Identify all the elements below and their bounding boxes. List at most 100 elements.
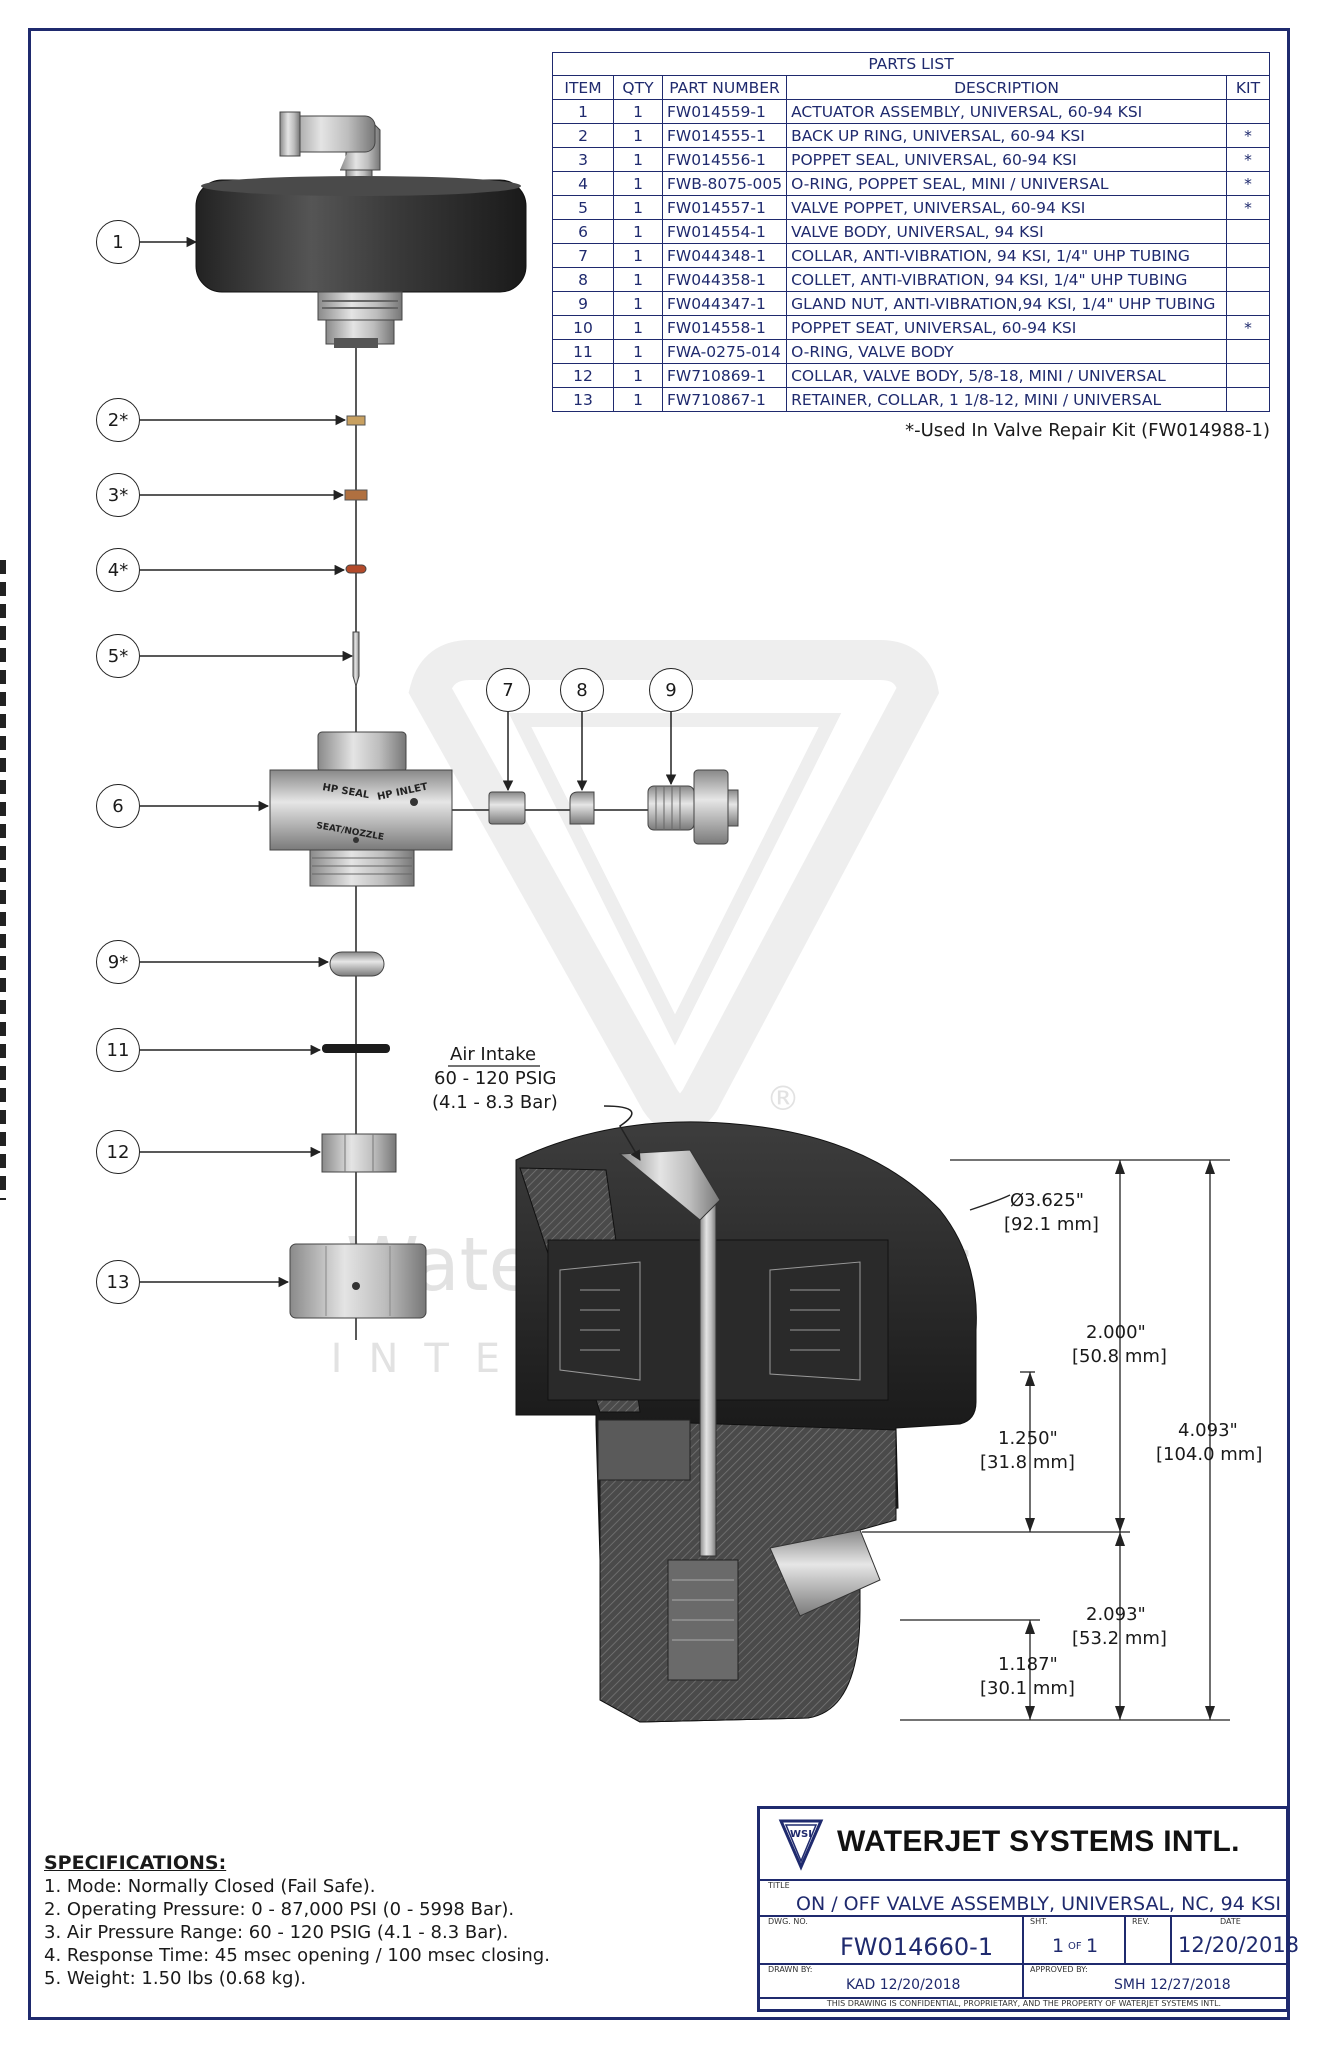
- retainer-shape: [289, 1243, 427, 1319]
- balloon-4: 4*: [96, 548, 140, 592]
- backup-ring-shape: [346, 415, 366, 426]
- collar-shape: [488, 791, 526, 825]
- cell: GLAND NUT, ANTI-VIBRATION,94 KSI, 1/4" U…: [786, 291, 1227, 316]
- cell: 1: [613, 339, 663, 364]
- cell: *: [1226, 195, 1270, 220]
- cell: 1: [552, 99, 614, 124]
- balloon-8: 8: [560, 668, 604, 712]
- dim-1250: 1.250": [998, 1428, 1058, 1449]
- oring-shape: [345, 564, 367, 574]
- balloon-1: 1: [96, 220, 140, 264]
- air-intake-bar: (4.1 - 8.3 Bar): [432, 1092, 558, 1113]
- kit-note: *-Used In Valve Repair Kit (FW014988-1): [905, 420, 1270, 441]
- parts-list-title: PARTS LIST: [552, 52, 1270, 76]
- cell: [1226, 267, 1270, 292]
- balloon-9: 9: [649, 668, 693, 712]
- air-intake-title: Air Intake: [450, 1044, 537, 1065]
- actuator-assembly: [195, 111, 527, 348]
- col-item: ITEM: [552, 75, 614, 100]
- dwg-no-label: DWG. NO.: [768, 1917, 808, 1926]
- cell: *: [1226, 315, 1270, 340]
- air-intake-psig: 60 - 120 PSIG: [434, 1068, 557, 1089]
- spec-item: 1. Mode: Normally Closed (Fail Safe).: [44, 1876, 376, 1897]
- cell: [1226, 219, 1270, 244]
- cell: VALVE BODY, UNIVERSAL, 94 KSI: [786, 219, 1227, 244]
- balloon-3: 3*: [96, 473, 140, 517]
- col-description: DESCRIPTION: [786, 75, 1227, 100]
- cell: FW014559-1: [661, 99, 788, 124]
- cell: *: [1226, 147, 1270, 172]
- title-block: WSI WATERJET SYSTEMS INTL. TITLE ON / OF…: [757, 1806, 1299, 2012]
- margin-ruler: [0, 560, 6, 1200]
- parts-list-header: ITEM QTY PART NUMBER DESCRIPTION KIT: [552, 75, 1270, 100]
- dim-1187: 1.187": [998, 1654, 1058, 1675]
- spec-item: 5. Weight: 1.50 lbs (0.68 kg).: [44, 1968, 307, 1989]
- dim-diameter: Ø3.625": [1010, 1190, 1084, 1211]
- cell: 1: [613, 195, 663, 220]
- cell: 1: [613, 243, 663, 268]
- balloon-11: 11: [96, 1028, 140, 1072]
- cell: 3: [552, 147, 614, 172]
- dim-diameter-mm: [92.1 mm]: [1004, 1214, 1099, 1235]
- sht-label: SHT.: [1030, 1917, 1048, 1926]
- cell: FW014555-1: [661, 123, 788, 148]
- sht-total: 1: [1086, 1935, 1099, 1957]
- watermark-logo: [408, 640, 940, 1135]
- cell: COLLAR, VALVE BODY, 5/8-18, MINI / UNIVE…: [786, 363, 1227, 388]
- company-logo: WSI: [778, 1819, 824, 1871]
- cell: FW014554-1: [661, 219, 788, 244]
- cell: O-RING, VALVE BODY: [786, 339, 1227, 364]
- cell: COLLET, ANTI-VIBRATION, 94 KSI, 1/4" UHP…: [786, 267, 1227, 292]
- sht-of: OF: [1068, 1941, 1082, 1952]
- date-value: 12/20/2018: [1178, 1933, 1300, 1957]
- balloon-12: 12: [96, 1130, 140, 1174]
- cell: *: [1226, 123, 1270, 148]
- dim-1187-mm: [30.1 mm]: [980, 1678, 1075, 1699]
- dim-4093-mm: [104.0 mm]: [1156, 1444, 1263, 1465]
- cell: 1: [613, 315, 663, 340]
- spec-item: 4. Response Time: 45 msec opening / 100 …: [44, 1945, 550, 1966]
- cell: FW014558-1: [661, 315, 788, 340]
- cell: 8: [552, 267, 614, 292]
- dim-2000: 2.000": [1086, 1322, 1146, 1343]
- cell: [1226, 243, 1270, 268]
- cell: FW710867-1: [661, 387, 788, 412]
- cell: POPPET SEAT, UNIVERSAL, 60-94 KSI: [786, 315, 1227, 340]
- specifications: SPECIFICATIONS: 1. Mode: Normally Closed…: [44, 1852, 550, 1990]
- cell: COLLAR, ANTI-VIBRATION, 94 KSI, 1/4" UHP…: [786, 243, 1227, 268]
- cell: RETAINER, COLLAR, 1 1/8-12, MINI / UNIVE…: [786, 387, 1227, 412]
- drawn-by: KAD 12/20/2018: [846, 1977, 961, 1993]
- dim-4093: 4.093": [1178, 1420, 1238, 1441]
- cell: 1: [613, 387, 663, 412]
- approved-by-label: APPROVED BY:: [1030, 1965, 1088, 1974]
- col-part-number: PART NUMBER: [661, 75, 788, 100]
- cell: FW044348-1: [661, 243, 788, 268]
- gland-nut-shape: [647, 769, 739, 845]
- watermark-registered: ®: [766, 1079, 800, 1119]
- spec-item: 2. Operating Pressure: 0 - 87,000 PSI (0…: [44, 1899, 515, 1920]
- cell: 9: [552, 291, 614, 316]
- logo-letters: WSI: [790, 1829, 812, 1840]
- body-oring-shape: [322, 1044, 390, 1053]
- poppet-shape: [352, 631, 360, 688]
- cell: FW014556-1: [661, 147, 788, 172]
- specifications-title: SPECIFICATIONS:: [44, 1852, 227, 1874]
- cell: [1226, 387, 1270, 412]
- cell: O-RING, POPPET SEAL, MINI / UNIVERSAL: [786, 171, 1227, 196]
- cell: [1226, 291, 1270, 316]
- balloon-9-star: 9*: [96, 940, 140, 984]
- cell: 1: [613, 99, 663, 124]
- cell: ACTUATOR ASSEMBLY, UNIVERSAL, 60-94 KSI: [786, 99, 1227, 124]
- cell: FWB-8075-005: [661, 171, 788, 196]
- section-view: [515, 1121, 977, 1723]
- cell: 1: [613, 147, 663, 172]
- cell: 13: [552, 387, 614, 412]
